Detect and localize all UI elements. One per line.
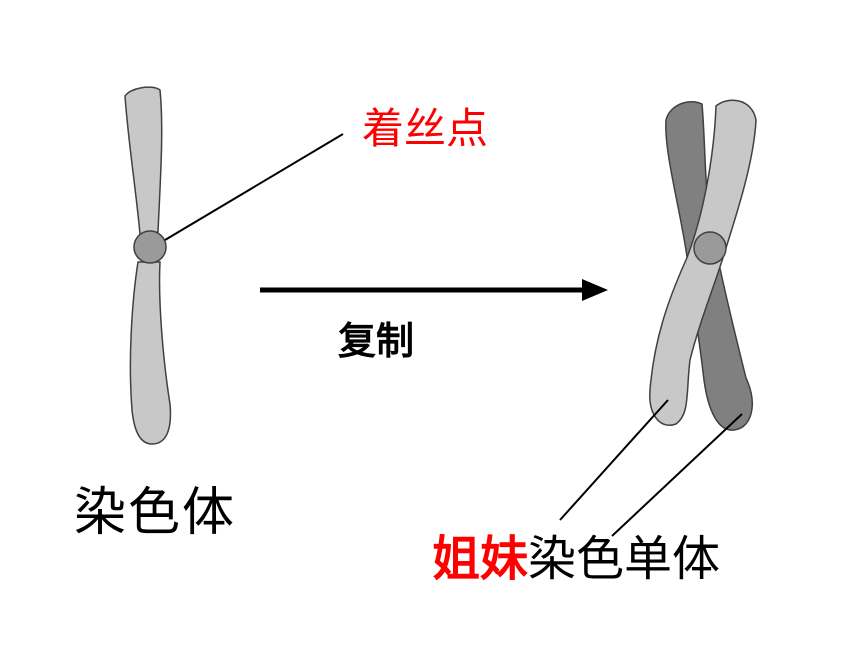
arrow-head bbox=[582, 279, 608, 301]
sister-label-suffix: 染色单体 bbox=[528, 531, 721, 587]
chromosome-lower-arm bbox=[129, 261, 172, 445]
single-chromosome bbox=[124, 86, 172, 445]
sister-chromatid-label: 姐妹染色单体 bbox=[432, 535, 720, 583]
centromere-pointer-line bbox=[164, 133, 344, 241]
chromosome-upper-arm bbox=[124, 86, 163, 235]
centromere-right bbox=[693, 231, 727, 265]
sister-label-prefix: 姐妹 bbox=[432, 531, 529, 587]
replication-arrow bbox=[260, 279, 608, 301]
replication-label: 复制 bbox=[338, 319, 415, 363]
chromosome-label: 染色体 bbox=[74, 483, 237, 543]
duplicated-chromosome bbox=[649, 99, 757, 431]
centromere-left bbox=[133, 230, 167, 264]
sister-pointer-line-2 bbox=[611, 413, 743, 537]
sister-pointer-line-1 bbox=[559, 399, 669, 521]
centromere-label: 着丝点 bbox=[362, 104, 489, 153]
